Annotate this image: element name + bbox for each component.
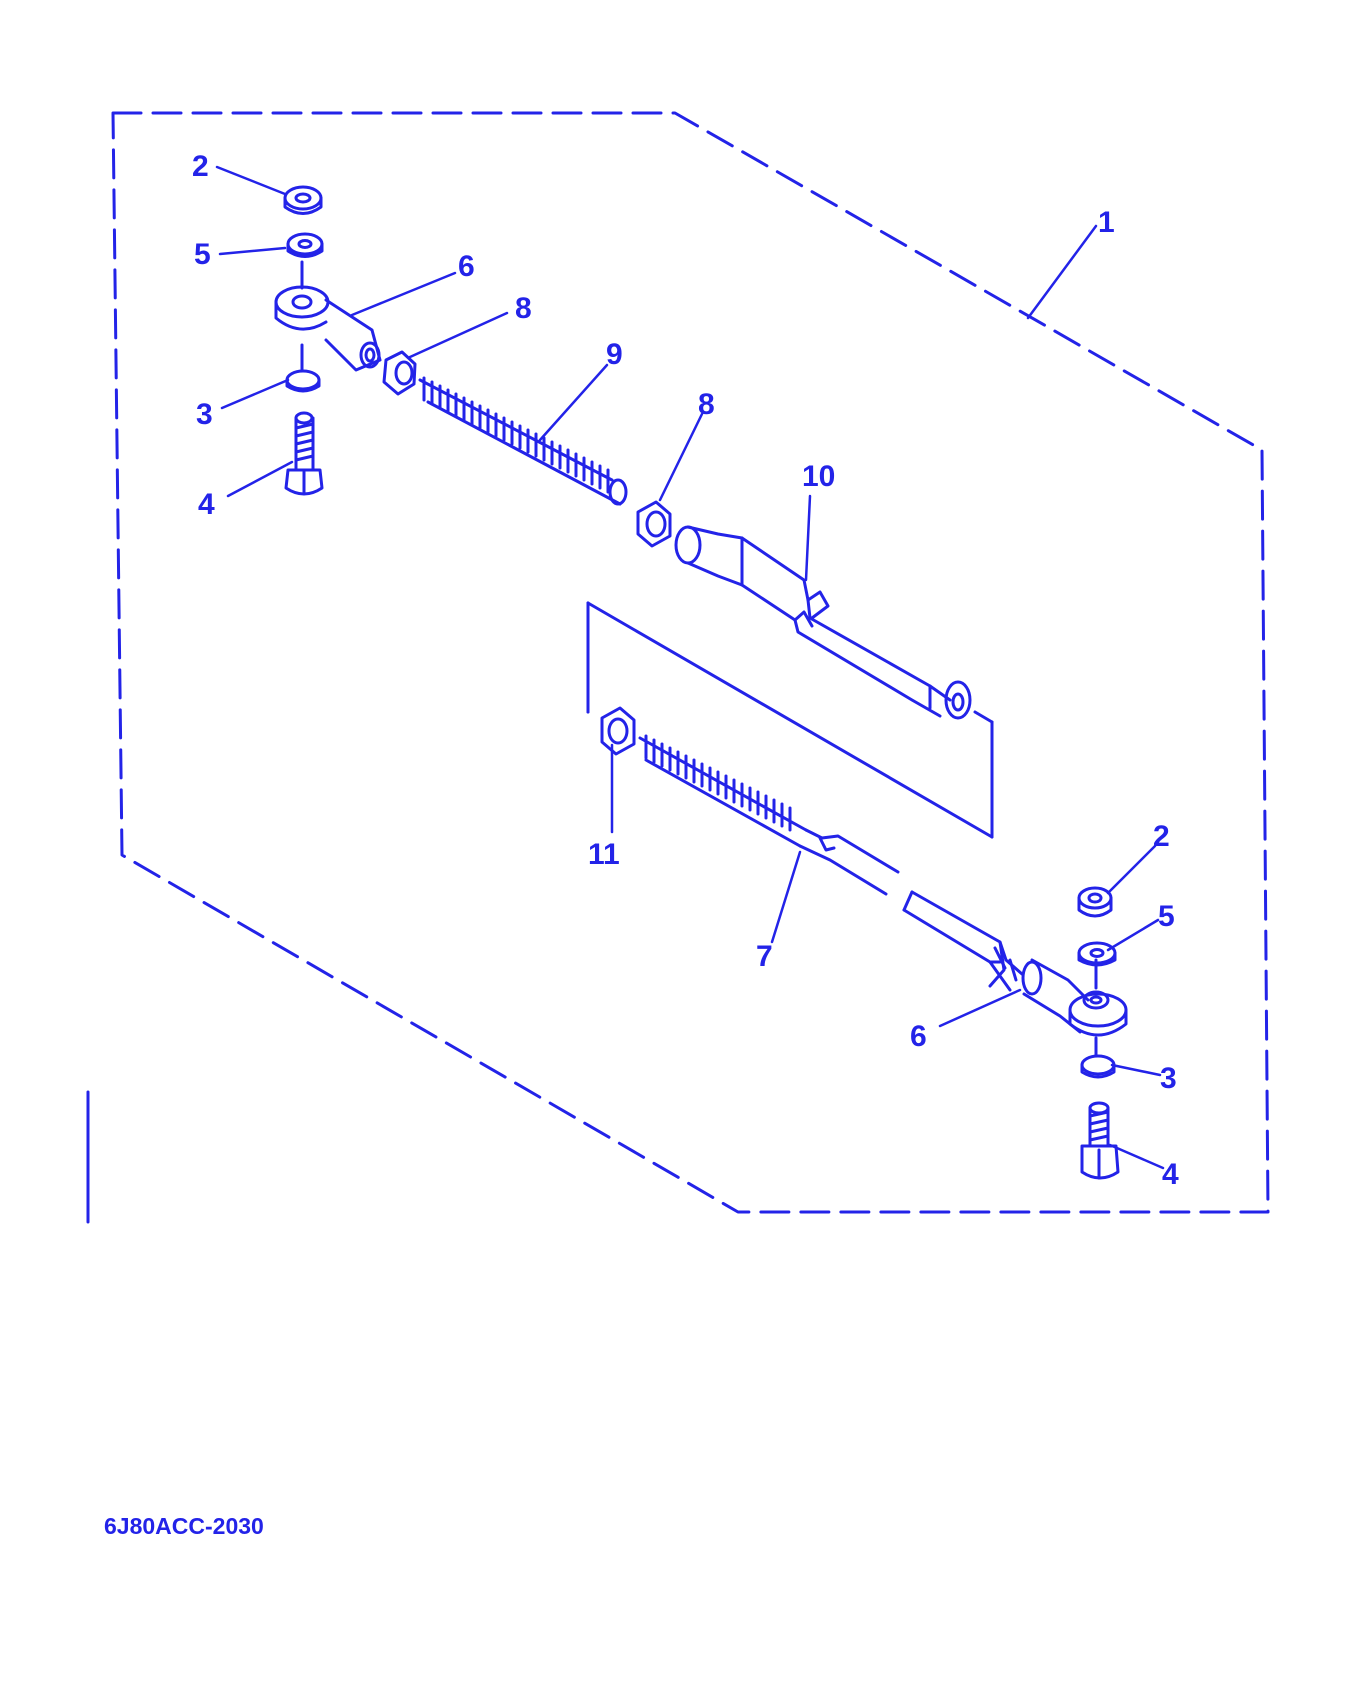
callout-5: 5: [194, 238, 211, 271]
lock-nut-upper: [382, 350, 417, 396]
drawing-code: 6J80ACC-2030: [104, 1513, 264, 1539]
callout-8: 8: [515, 292, 532, 325]
washer-bottom-right: [1080, 1036, 1116, 1079]
callout-10: 10: [802, 460, 835, 493]
lock-nut-lower: [600, 706, 636, 756]
threaded-rod: [418, 376, 628, 506]
washer-lower-left: [285, 343, 321, 393]
callout-4: 4: [198, 488, 215, 521]
nut-lower-right: [1077, 886, 1113, 918]
callout-3: 3: [196, 398, 213, 431]
inner-rod: [638, 734, 1024, 992]
lock-nut-middle: [636, 500, 672, 548]
washer-lower-right: [1077, 941, 1117, 967]
assembly-boundary: [111, 111, 1270, 1214]
washer-upper: [286, 232, 324, 258]
callout-2: 2: [192, 150, 209, 183]
sleeve-tube: [674, 525, 972, 720]
callout-7: 7: [756, 940, 773, 973]
bolt-lower: [1080, 1101, 1120, 1180]
callout-3: 3: [1160, 1062, 1177, 1095]
bolt-upper: [284, 411, 324, 496]
callout-1: 1: [1098, 206, 1115, 239]
callout-5: 5: [1158, 900, 1175, 933]
callout-6: 6: [910, 1020, 927, 1053]
nut-upper: [283, 185, 323, 215]
rod-end-upper: [274, 260, 382, 372]
callout-6: 6: [458, 250, 475, 283]
callout-9: 9: [606, 338, 623, 371]
callout-8: 8: [698, 388, 715, 421]
rod-end-lower: [1021, 958, 1128, 1037]
callout-2: 2: [1153, 820, 1170, 853]
callout-4: 4: [1162, 1158, 1179, 1191]
callout-11: 11: [588, 838, 620, 871]
leader-lines: [215, 165, 1165, 1170]
